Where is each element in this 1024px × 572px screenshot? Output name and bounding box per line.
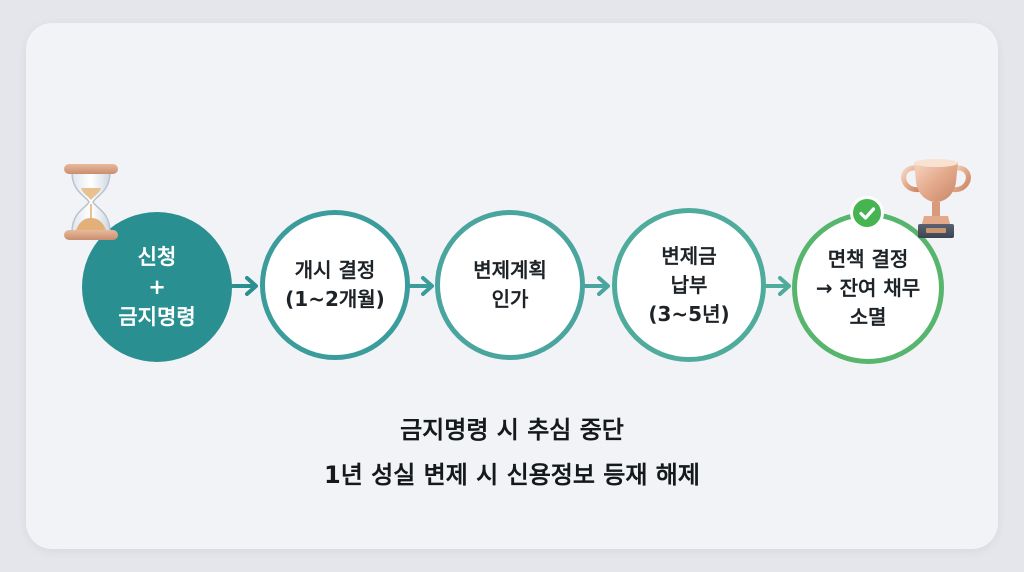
step-plan-approval-node: 변제계획 인가 xyxy=(435,210,585,360)
step-label: 소멸 xyxy=(849,304,887,329)
step-commencement-node: 개시 결정 (1~2개월) xyxy=(260,210,410,360)
step-label: → 잔여 채무 xyxy=(815,275,921,300)
arrow-1-2 xyxy=(231,276,258,296)
arrow-2-3 xyxy=(407,276,434,296)
trophy-icon xyxy=(901,159,971,238)
step-label: 금지명령 xyxy=(118,305,196,329)
step-repayment-node: 변제금 납부 (3~5년) xyxy=(612,208,766,362)
note-injunction: 금지명령 시 추심 중단 xyxy=(400,416,624,444)
arrow-4-5 xyxy=(764,276,791,296)
step-label: (3~5년) xyxy=(648,301,730,326)
step-label: (1~2개월) xyxy=(285,287,385,311)
arrow-3-4 xyxy=(583,276,610,296)
completed-badge xyxy=(850,196,884,230)
hourglass-icon xyxy=(64,164,118,240)
step-label: 인가 xyxy=(491,287,529,311)
step-label: 납부 xyxy=(670,272,708,297)
step-discharge-node: 면책 결정 → 잔여 채무 소멸 xyxy=(792,212,944,364)
step-label: + xyxy=(148,275,166,299)
step-label: 신청 xyxy=(137,245,177,269)
step-label: 변제금 xyxy=(661,243,717,268)
step-label: 면책 결정 xyxy=(827,246,909,271)
step-label: 개시 결정 xyxy=(294,258,376,282)
note-credit-release: 1년 성실 변제 시 신용정보 등재 해제 xyxy=(324,461,700,489)
step-label: 변제계획 xyxy=(473,258,547,282)
check-icon xyxy=(859,207,876,220)
